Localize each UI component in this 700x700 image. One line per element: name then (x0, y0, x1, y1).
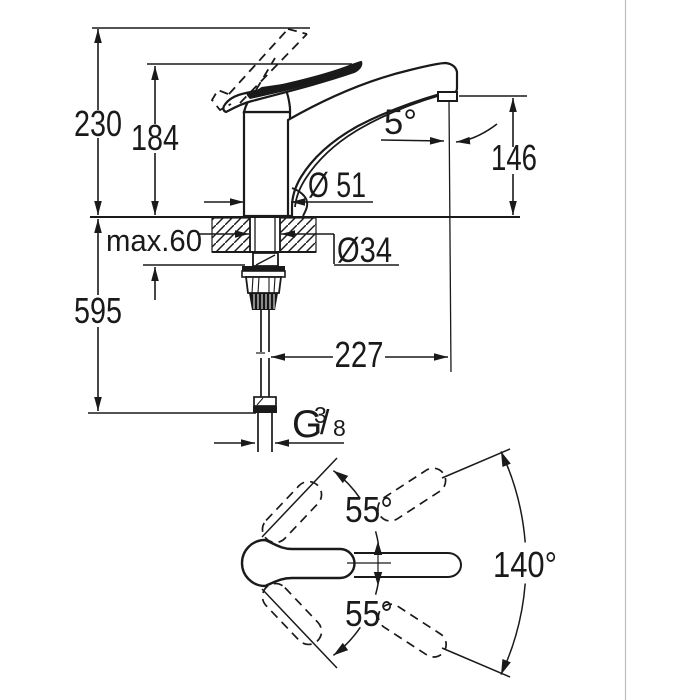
dim-label-595: 595 (74, 290, 122, 331)
dim-thread: G 3 / 8 (214, 402, 346, 447)
swivel-55-upper: 55° (332, 469, 393, 545)
dim-label-max60: max.60 (106, 223, 202, 258)
lever-top-band (246, 62, 362, 99)
dim-label-146: 146 (491, 137, 537, 178)
stream-centerline (448, 100, 452, 373)
lever-raised-dashed (210, 28, 308, 112)
dim-body-height: 184 (131, 66, 179, 215)
thread-numerator: 3 (314, 402, 327, 428)
dim-label-227: 227 (335, 334, 384, 375)
dim-base-diameter: Ø 51 (204, 166, 373, 206)
aerator (437, 91, 458, 102)
swivel-axis-lines (261, 448, 511, 678)
side-view: 230 184 595 max.60 Ø 51 (74, 27, 537, 452)
dim-label-55-lower: 55° (345, 593, 393, 634)
dim-outlet-height: 146 (491, 98, 537, 215)
dim-label-184: 184 (131, 117, 179, 158)
spout-inner-line (294, 94, 442, 208)
dim-counter-thickness: max.60 (106, 223, 202, 300)
countertop-section (211, 217, 317, 253)
extension-lines (88, 27, 527, 414)
knurled-nut (249, 293, 278, 310)
swivel-reference-ticks (373, 541, 383, 586)
mounting-hardware (241, 252, 286, 310)
dim-label-d51: Ø 51 (308, 166, 366, 205)
shank (249, 218, 281, 252)
thread-g: G (292, 403, 322, 446)
dim-label-230: 230 (74, 103, 122, 144)
faucet-body (210, 28, 459, 452)
swivel-140-total: 140° (493, 451, 557, 675)
dim-label-55-upper: 55° (345, 489, 393, 530)
thread-denominator: 8 (333, 415, 346, 441)
thread-slash: / (320, 404, 330, 442)
dim-hole-diameter: Ø34 (197, 230, 399, 270)
faucet-top-outline (240, 538, 462, 588)
dim-overall-height: 230 (74, 29, 122, 215)
dim-label-5deg: 5° (384, 103, 417, 142)
top-view: 55° 55° 140° (240, 448, 557, 678)
dim-label-140: 140° (493, 544, 557, 585)
dim-outlet-angle: 5° (380, 103, 498, 145)
swivel-positions-dashed (261, 467, 448, 658)
swivel-55-lower: 55° (332, 581, 393, 657)
dim-spout-projection: 227 (271, 334, 448, 375)
dim-under-counter: 595 (74, 219, 122, 411)
supply-hose (253, 310, 277, 452)
dim-label-d34: Ø34 (337, 231, 392, 270)
